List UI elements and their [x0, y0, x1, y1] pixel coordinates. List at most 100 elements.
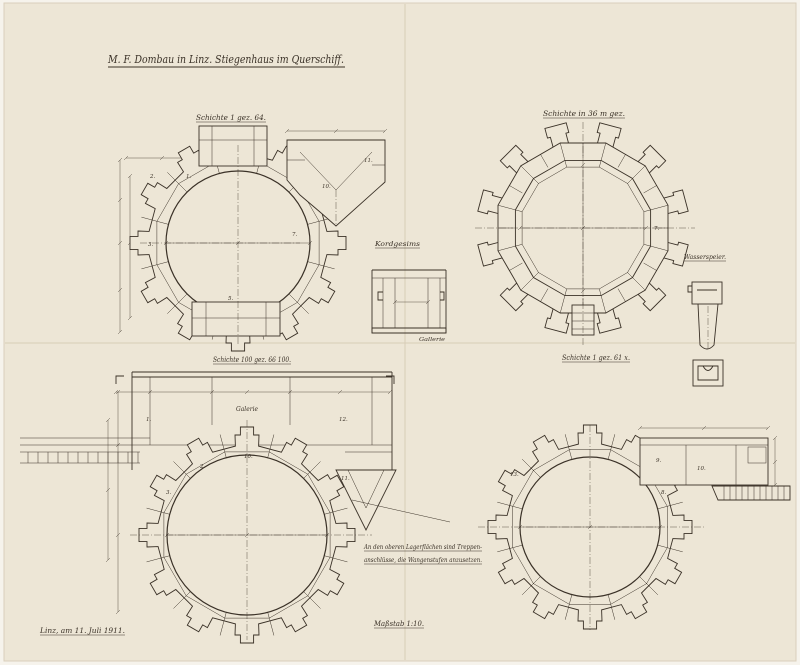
sheet-texts: M. F. Dombau in Linz. Stiegenhaus im Que…	[39, 53, 726, 636]
stone-joint-line	[141, 216, 169, 225]
ring-joint-line	[599, 142, 607, 168]
leader-line	[351, 499, 451, 523]
dimension-tick	[117, 287, 123, 293]
top-turret-block	[198, 125, 268, 167]
side-stair-run	[711, 485, 791, 501]
stone-number: 10.	[244, 454, 253, 460]
bottom-base-joints	[192, 302, 280, 336]
stone-joint-line	[607, 594, 616, 620]
ring-mid-joint-line	[540, 154, 549, 168]
stone-number: 11.	[341, 476, 350, 482]
dimension-tick	[244, 532, 250, 538]
cornice-dimension	[392, 299, 431, 305]
dimension-tick	[117, 157, 123, 163]
dimension-tick	[337, 389, 343, 395]
stone-joint-line	[219, 434, 227, 458]
stone-joint-line	[167, 172, 188, 193]
stone-joint-line	[219, 612, 227, 636]
ring-mid-joint-line	[617, 288, 626, 302]
dimension-tick	[235, 240, 241, 246]
stone-joint-line	[324, 555, 348, 563]
ring-mid-joint-line	[643, 262, 657, 271]
dimension-tick	[115, 389, 121, 395]
ring-mid-joint-line	[643, 185, 657, 194]
stone-joint-line	[267, 612, 275, 636]
dimension-tick	[587, 524, 593, 530]
stone-number: 3.	[166, 490, 171, 496]
ring-joint-line	[643, 204, 669, 212]
gallery-frame-top	[132, 371, 392, 378]
ring-joint-line	[627, 165, 646, 184]
dimension-tick	[117, 197, 123, 203]
stone-joint-line	[303, 461, 321, 479]
stone-joint-line	[564, 434, 573, 460]
gallery-label: Galerie	[236, 406, 258, 413]
note-line-1: An den oberen Lagerflächen sind Treppen-	[363, 543, 482, 551]
stone-joint-line	[497, 501, 523, 510]
corner-wedge-joints	[347, 469, 385, 509]
dimension-tick	[123, 155, 129, 161]
dimension-tick	[244, 389, 250, 395]
dimension-tick	[105, 557, 111, 563]
dimension-tick	[517, 225, 523, 231]
dimension-tick	[163, 240, 169, 246]
dimension-tick	[580, 288, 586, 294]
stone-number: 13.	[510, 472, 519, 478]
corner-wedge	[335, 469, 397, 532]
side-rooms-block	[639, 437, 769, 486]
dimension-tick	[164, 532, 170, 538]
gallery-frame-inner	[149, 377, 373, 445]
dimension-tick	[580, 225, 586, 231]
dimension-tick	[115, 532, 121, 538]
bottom-base-block	[191, 301, 281, 337]
dimension-tick	[117, 329, 123, 335]
stone-joint-line	[564, 594, 573, 620]
stone-joint-line	[497, 544, 523, 553]
stone-number: 7.	[654, 226, 659, 232]
dimension-tick	[115, 609, 121, 615]
gargoyle-section-channel	[697, 365, 719, 381]
sheet-title: M. F. Dombau in Linz. Stiegenhaus im Que…	[107, 53, 344, 66]
stone-joint-line	[303, 591, 321, 609]
side-room-niche	[747, 446, 767, 464]
cornice-label: Kordgesims	[374, 240, 421, 248]
section-cut-marks	[115, 375, 395, 384]
dimension-tick	[127, 315, 133, 321]
ring-joint-line	[643, 244, 669, 252]
stone-joint-line	[173, 591, 191, 609]
plan-top-left	[129, 125, 386, 352]
dimension-tick	[643, 225, 649, 231]
stone-joint-line	[607, 434, 616, 460]
ring-mid-joint-line	[509, 185, 523, 194]
dimension-tick	[113, 389, 119, 395]
dimension-tick	[772, 459, 778, 465]
stone-number: 2.	[199, 464, 205, 470]
plan-top-right	[475, 122, 695, 345]
stone-numbers: 2. 1. 3. 5. 7. 10. 11. 7. 1. 2. 3. 10. 1…	[146, 158, 706, 496]
gargoyle-detail	[687, 281, 724, 387]
dimension-tick	[637, 425, 643, 431]
dimension-tick	[657, 524, 663, 530]
ring-joint-line	[497, 204, 523, 212]
gargoyle-body	[697, 303, 719, 350]
dimension-tick	[324, 532, 330, 538]
corner-pier-piece	[286, 139, 386, 227]
note-line-2: anschlüsse, die Wangenstufen anzusetzen.	[364, 556, 482, 564]
dimension-tick	[105, 487, 111, 493]
ring-mid-joint-line	[540, 288, 549, 302]
stone-joint-line	[657, 544, 683, 553]
dimension-tick	[580, 162, 586, 168]
stone-joint-line	[167, 293, 188, 314]
ring-joint-line	[599, 288, 607, 314]
plan-bottom-left	[20, 371, 451, 644]
plan-bottom-left-label: Schichte 100 gez. 66 100.	[213, 356, 291, 364]
stone-joint-line	[657, 501, 683, 510]
stone-number: 9.	[656, 458, 661, 464]
stone-number: 10.	[322, 184, 331, 190]
stone-joint-line	[639, 576, 659, 596]
date-line: Linz, am 11. Juli 1911.	[39, 627, 125, 635]
stone-joint-line	[267, 434, 275, 458]
plan-bottom-right	[478, 424, 791, 630]
cornice-profile-notches	[377, 291, 445, 301]
